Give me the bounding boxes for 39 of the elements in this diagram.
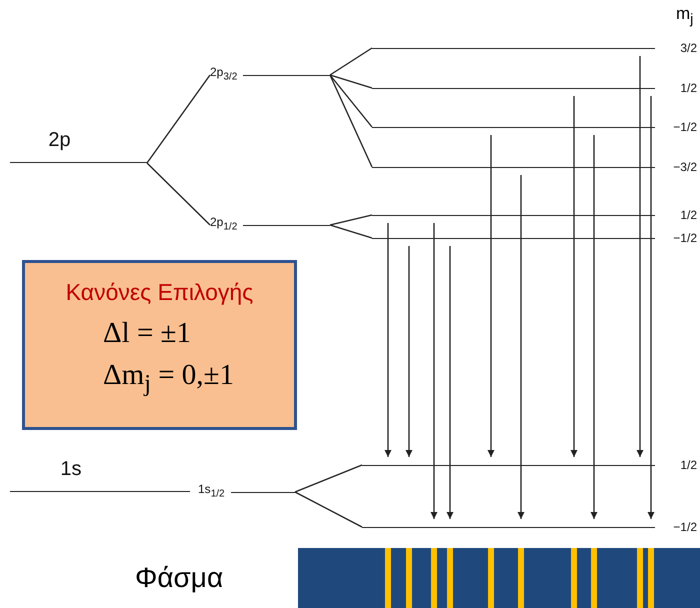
transition-arrow (570, 96, 578, 457)
rules-heading: Κανόνες Επιλογής (66, 278, 254, 307)
transition-arrow (384, 223, 392, 457)
splitting-line (294, 464, 362, 493)
splitting-line (330, 74, 372, 128)
transition-arrow (446, 246, 454, 519)
transition-arrow (590, 135, 598, 519)
level-label: 1/2 (679, 458, 697, 472)
level-label: 3/2 (679, 41, 697, 55)
level-label: 1s (60, 458, 82, 480)
level-label: −1/2 (672, 120, 697, 134)
transition-arrow (518, 175, 524, 519)
splitting-line (294, 491, 362, 528)
splitting-line (330, 214, 372, 226)
level-label: 1/2 (679, 81, 697, 95)
level-label: 2p$_{1/2}$ (210, 215, 238, 235)
level-label: 1/2 (679, 208, 697, 222)
transition-arrow (636, 56, 644, 457)
splitting-line (330, 47, 372, 76)
transition-arrow (648, 96, 654, 519)
rule-formula: Δm$_{j}$ = 0,±1 (103, 358, 234, 399)
splitting-line (329, 74, 373, 168)
transition-arrow (488, 135, 494, 457)
rule-formula: Δl = ±1 (103, 316, 191, 351)
level-label: −1/2 (672, 231, 697, 245)
level-label: 2p$_{3/2}$ (210, 65, 238, 85)
transition-arrow (406, 246, 412, 457)
spectrum-label: Φάσμα (135, 562, 224, 594)
level-label: −3/2 (672, 160, 697, 174)
splitting-line (330, 224, 372, 239)
splitting-line (330, 74, 372, 89)
column-heading: m$_{j}$ (676, 4, 694, 28)
splitting-line (146, 74, 211, 164)
level-label: 2p (48, 129, 71, 151)
splitting-line (146, 162, 210, 226)
transition-arrow (430, 223, 438, 519)
level-label: 1s$_{1/2}$ (198, 482, 225, 502)
level-label: −1/2 (672, 520, 697, 534)
selection-rules-box (22, 260, 297, 430)
